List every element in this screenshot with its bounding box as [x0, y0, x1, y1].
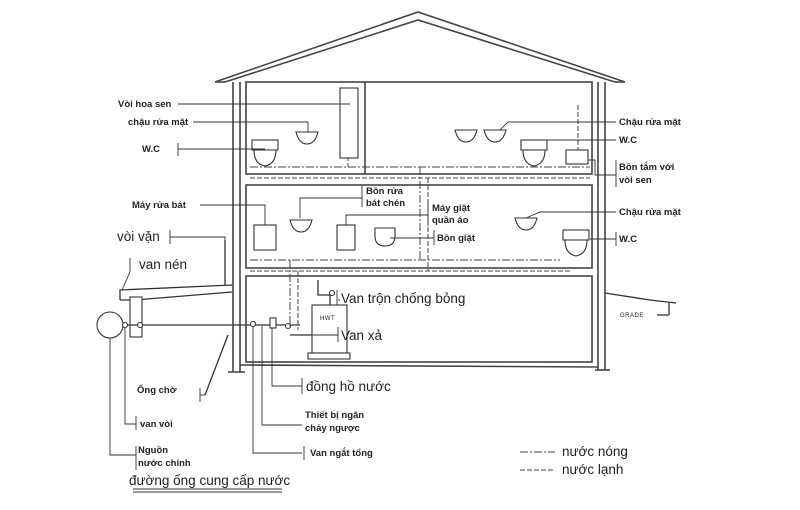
label-wash-basin-upper-right: Chậu rửa mặt [619, 117, 682, 128]
water-heater: HWT [290, 280, 351, 360]
legend-hot: nước nóng [562, 444, 628, 459]
labels: Vòi hoa sen chậu rửa mặt W.C Máy rửa bát… [117, 99, 682, 488]
label-wash-basin-middle-right: Chậu rửa mặt [619, 207, 682, 218]
label-water-meter: đồng hồ nước [306, 379, 391, 394]
label-kitchen-sink-1: Bồn rửa [366, 186, 404, 197]
house-walls [228, 81, 610, 373]
label-wc-middle-right: W.C [619, 234, 637, 245]
label-grade: GRADE [620, 313, 644, 319]
leader-lines [109, 103, 617, 493]
label-hose-bibb: vòi vặn [117, 229, 160, 244]
label-curb-valve: van vòi [140, 419, 173, 430]
diagram-title: đường ống cung cấp nước [129, 473, 290, 488]
label-drain-valve: Van xả [341, 328, 383, 343]
label-backflow-2: chảy ngược [305, 423, 360, 434]
label-bathtub-2: vòi sen [619, 175, 652, 186]
label-wash-basin: chậu rửa mặt [128, 117, 189, 128]
water-main-circle [96, 311, 124, 339]
fixtures [251, 87, 590, 257]
label-washing-machine-2: quần áo [432, 215, 469, 226]
water-heater-label: HWT [320, 316, 335, 322]
label-laundry-tub: Bồn giặt [437, 233, 476, 244]
label-bathtub-1: Bồn tắm với [619, 161, 674, 173]
label-kitchen-sink-2: bát chén [366, 198, 405, 209]
label-washing-machine-1: Máy giặt [432, 203, 471, 214]
label-anti-scald-valve: Van trộn chống bỏng [341, 291, 465, 306]
roof [214, 11, 626, 83]
label-shower-faucet: Vòi hoa sen [118, 99, 172, 110]
label-main-source-2: nước chính [138, 458, 191, 469]
label-compression-valve: van nén [139, 257, 187, 272]
legend-cold: nước lạnh [562, 462, 623, 477]
label-wc-upper-right: W.C [619, 135, 637, 146]
label-main-source-1: Nguồn [138, 445, 168, 456]
label-sleeve-pipe: Ống chờ [137, 384, 177, 396]
label-main-shutoff: Van ngắt tổng [310, 447, 373, 459]
label-backflow-1: Thiết bị ngăn [305, 410, 364, 421]
grade-line [604, 292, 677, 316]
label-dishwasher: Máy rửa bát [132, 200, 187, 211]
label-wc: W.C [142, 144, 160, 155]
main-supply [96, 240, 300, 396]
